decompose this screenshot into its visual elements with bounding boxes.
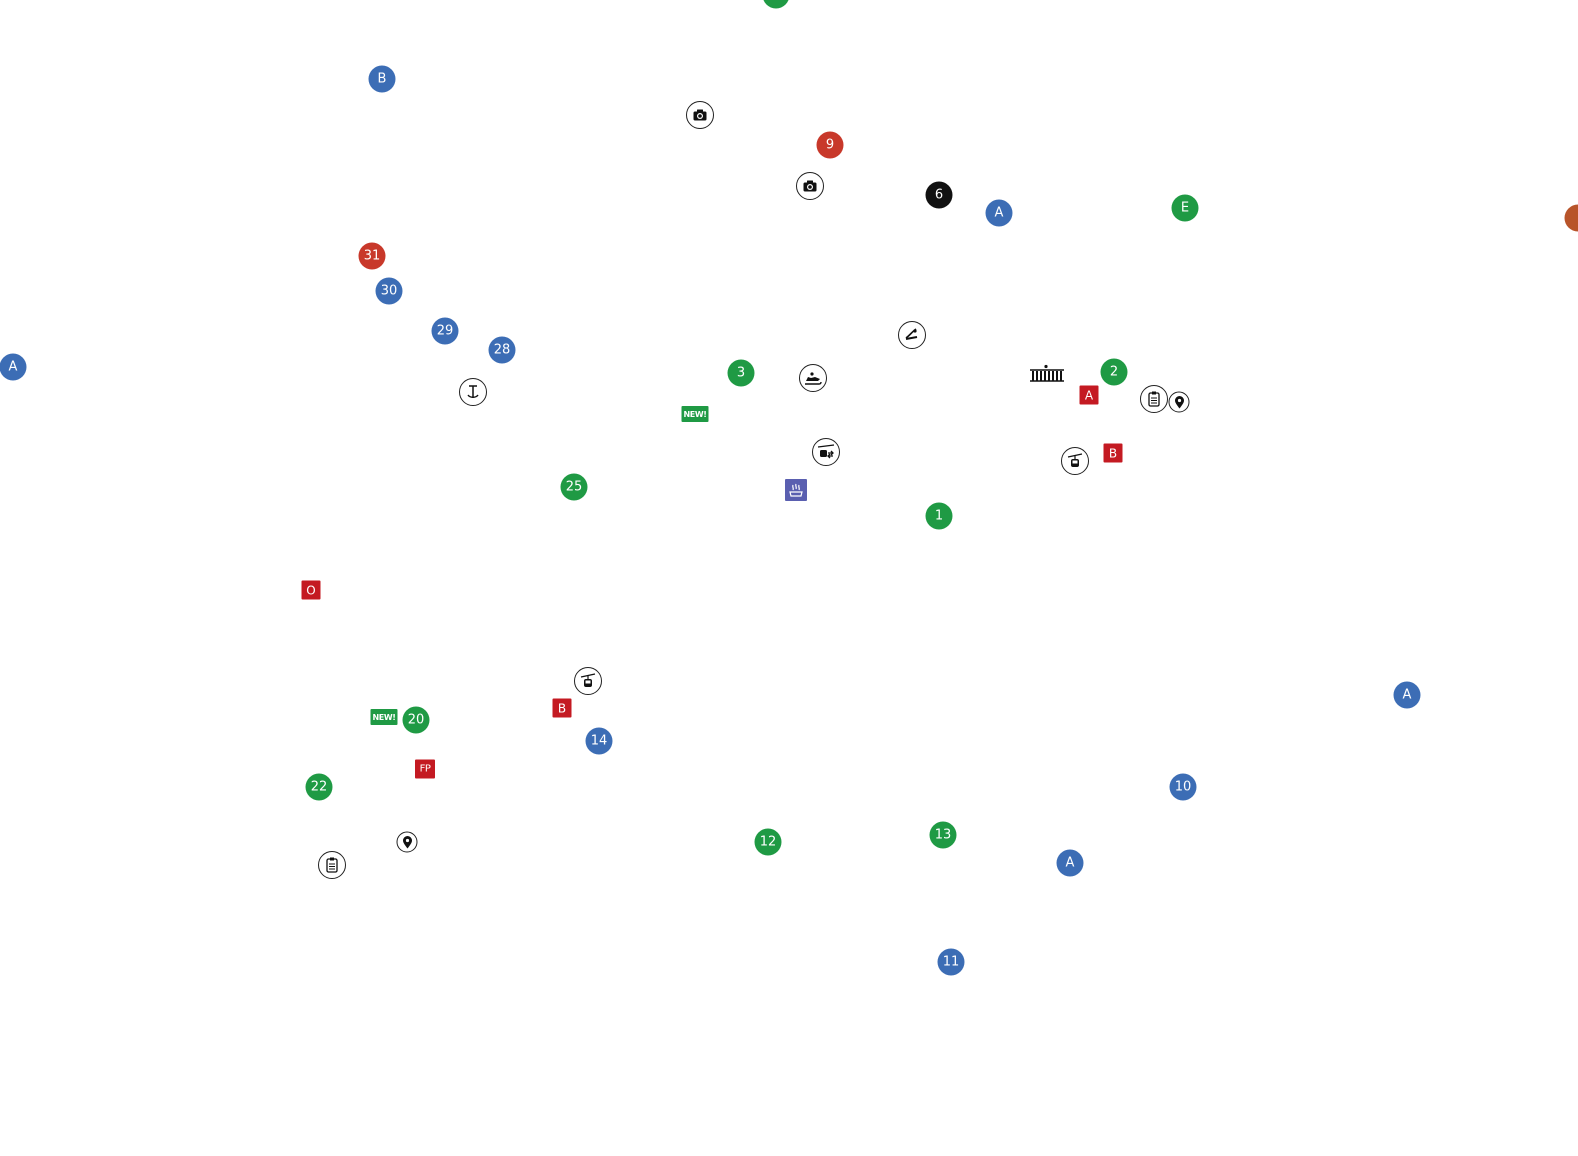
trail-marker-E[interactable]: E (1171, 194, 1199, 222)
trail-marker-A[interactable]: A (0, 353, 27, 381)
ticket-office-icon[interactable] (318, 851, 346, 879)
lift-sign-O[interactable]: O (301, 580, 321, 600)
snowmobile-icon[interactable] (799, 364, 827, 392)
trail-marker-12[interactable]: 12 (754, 828, 782, 856)
ticket-office-icon[interactable] (1140, 385, 1168, 413)
trail-marker-25[interactable]: 25 (560, 473, 588, 501)
trail-marker-B[interactable]: B (368, 65, 396, 93)
gondola-icon[interactable] (812, 438, 840, 466)
ski-school-icon[interactable] (1027, 362, 1067, 386)
lift-sign-A[interactable]: A (1079, 385, 1099, 405)
trail-marker-14[interactable]: 14 (585, 727, 613, 755)
lift-sign-B[interactable]: B (1103, 443, 1123, 463)
hot-tub-icon[interactable] (785, 479, 807, 501)
trail-marker-28[interactable]: 28 (488, 336, 516, 364)
trail-marker-A[interactable]: A (1056, 849, 1084, 877)
new-badge: NEW! (370, 709, 398, 725)
trail-marker-20[interactable]: 20 (402, 706, 430, 734)
camera-icon[interactable] (796, 172, 824, 200)
trail-marker-22[interactable]: 22 (305, 773, 333, 801)
trail-marker-1[interactable]: 1 (925, 502, 953, 530)
camera-icon[interactable] (686, 101, 714, 129)
map-pin-icon[interactable] (396, 831, 418, 853)
trail-marker-2[interactable]: 2 (1100, 358, 1128, 386)
lift-sign-B[interactable]: B (552, 698, 572, 718)
trail-marker-11[interactable]: 11 (937, 948, 965, 976)
trail-marker-3[interactable]: 3 (727, 359, 755, 387)
gondola-icon[interactable] (574, 667, 602, 695)
edge-marker-top[interactable] (762, 0, 790, 9)
trail-marker-29[interactable]: 29 (431, 317, 459, 345)
trail-marker-9[interactable]: 9 (816, 131, 844, 159)
anchor-icon[interactable] (459, 378, 487, 406)
trail-marker-10[interactable]: 10 (1169, 773, 1197, 801)
edge-marker-right[interactable] (1564, 204, 1578, 232)
new-badge: NEW! (681, 406, 709, 422)
trail-marker-A[interactable]: A (985, 199, 1013, 227)
trail-marker-13[interactable]: 13 (929, 821, 957, 849)
trail-marker-30[interactable]: 30 (375, 277, 403, 305)
trail-marker-6[interactable]: 6 (925, 181, 953, 209)
gondola-icon[interactable] (1061, 447, 1089, 475)
lift-sign-FP[interactable]: FP (415, 759, 435, 779)
map-pin-icon[interactable] (1168, 391, 1190, 413)
trail-marker-A[interactable]: A (1393, 681, 1421, 709)
trail-marker-31[interactable]: 31 (358, 242, 386, 270)
terrain-park-icon[interactable] (898, 321, 926, 349)
